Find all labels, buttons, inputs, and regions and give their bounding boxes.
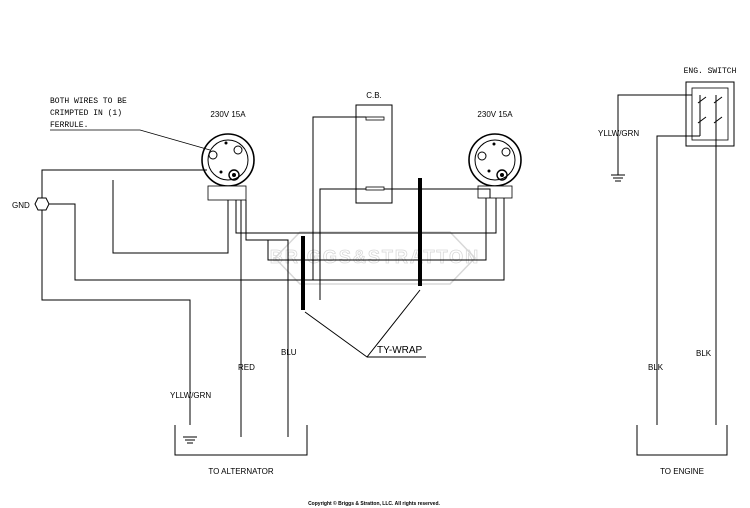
yllw-grn-right-label: YLLW/GRN [598, 129, 639, 138]
engine-switch: ENG. SWITCH [684, 67, 737, 147]
wire-breaker-feed [319, 188, 366, 300]
watermark-text: BRIGGS&STRATTON [270, 247, 480, 267]
note-line-2: CRIMPTED IN (1) [50, 109, 122, 118]
ty-wrap-left [301, 236, 305, 310]
wire-blu [245, 200, 289, 437]
ty-wrap-right [418, 178, 422, 286]
breaker-label: C.B. [366, 91, 382, 100]
ground-symbol-left [183, 436, 197, 444]
left-receptacle: 230V 15A [201, 110, 255, 201]
wire-blk-left [656, 135, 700, 425]
blk-left-label: BLK [648, 363, 664, 372]
to-engine-label: TO ENGINE [660, 467, 704, 476]
to-engine-bracket: TO ENGINE [636, 425, 728, 476]
copyright-text: Copyright © Briggs & Stratton, LLC. All … [308, 500, 440, 507]
watermark-logo: BRIGGS&STRATTON [269, 231, 480, 285]
circuit-breaker: C.B. [355, 91, 393, 204]
wire-gnd-to-left-rec [112, 180, 229, 254]
left-wiring [41, 116, 505, 437]
wire-ground-right [313, 198, 505, 281]
wire-receptacle-to-gnd [41, 169, 207, 198]
ty-wrap-label: TY-WRAP [377, 345, 423, 356]
wire-gnd-right [57, 203, 313, 281]
wire-neutral [267, 198, 487, 261]
blk-right-label: BLK [696, 349, 712, 358]
right-receptacle: 230V 15A [468, 110, 522, 199]
blu-label: BLU [281, 348, 297, 357]
right-receptacle-rating: 230V 15A [477, 110, 513, 119]
to-alternator-label: TO ALTERNATOR [208, 467, 273, 476]
wire-left-to-right-rec [235, 198, 497, 234]
note-line-1: BOTH WIRES TO BE [50, 97, 127, 106]
ground-symbol-right [611, 174, 625, 182]
yllw-grn-left-label: YLLW/GRN [170, 391, 211, 400]
eng-switch-label: ENG. SWITCH [684, 67, 737, 76]
wire-breaker-top [312, 116, 366, 280]
wire-yllw-grn-left [41, 210, 191, 425]
red-label: RED [238, 363, 255, 372]
ty-wraps: TY-WRAP [301, 178, 426, 358]
left-receptacle-rating: 230V 15A [210, 110, 246, 119]
to-alternator-bracket: TO ALTERNATOR [174, 425, 308, 476]
wire-yllw-grn-right [617, 94, 692, 175]
note-line-3: FERRULE. [50, 121, 88, 130]
ground-terminal: GND [12, 197, 57, 211]
gnd-label: GND [12, 201, 30, 210]
note-leader-line [50, 129, 211, 151]
wire-breaker-bottom [384, 188, 491, 198]
